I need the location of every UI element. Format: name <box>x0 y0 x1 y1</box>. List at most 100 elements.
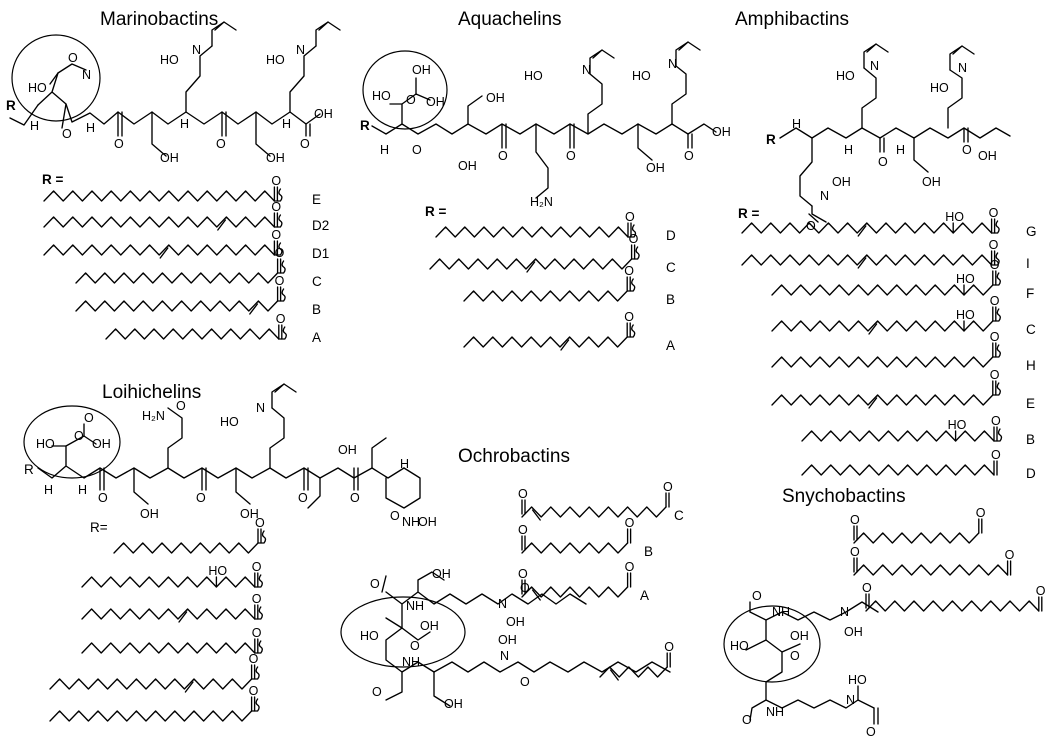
atom-n: N <box>840 605 849 619</box>
atom-h: H <box>78 483 87 497</box>
atom-o: O <box>298 491 308 505</box>
atom-n: N <box>192 43 201 57</box>
atom-o: O <box>252 560 262 574</box>
atom-o: O <box>271 174 281 188</box>
aquachelins-variant-d: D <box>666 228 676 243</box>
amphibactins-variant-i: I <box>1026 256 1030 271</box>
marinobactins-variant-b: B <box>312 302 321 317</box>
atom-n-ho: HO <box>160 53 179 67</box>
atom-n: N <box>958 61 967 75</box>
atom-o: O <box>84 411 94 425</box>
amphibactins-variant-b: B <box>1026 432 1035 447</box>
amphibactins-variant-g: G <box>1026 224 1037 239</box>
atom-n-ho: HO <box>848 673 867 687</box>
atom-h: H <box>844 143 853 157</box>
atom-o: O <box>625 210 635 224</box>
atom-o: O <box>990 330 1000 344</box>
atom-ho: HO <box>36 437 55 451</box>
atom-o: O <box>624 264 634 278</box>
amphibactins-variant-c: C <box>1026 322 1036 337</box>
title-aquachelins: Aquachelins <box>458 9 562 30</box>
atom-o: O <box>989 238 999 252</box>
atom-oh: HO <box>948 418 967 432</box>
atom-h: H <box>44 483 53 497</box>
atom-h: H <box>180 117 189 131</box>
marinobactins-r-label: R <box>6 98 16 113</box>
atom-n: N <box>500 649 509 663</box>
amphibactins-variant-h: H <box>1026 358 1036 373</box>
atom-o: O <box>62 127 72 141</box>
atom-o: O <box>68 51 78 65</box>
atom-o: O <box>300 137 310 151</box>
amphibactins-r-label: R <box>766 132 776 147</box>
atom-o: O <box>498 149 508 163</box>
atom-o: O <box>410 639 420 653</box>
atom-oh: HO <box>945 210 964 224</box>
atom-o: O <box>663 480 673 494</box>
atom-oh: HO <box>956 308 975 322</box>
atom-n: N <box>668 57 677 71</box>
atom-o: O <box>624 310 634 324</box>
atom-oh: OH <box>140 507 159 521</box>
ochrobactins-structure: OH O NH HO OH O NH O OH N OH OH N O O <box>340 567 671 711</box>
atom-o: O <box>962 143 972 157</box>
marinobactins-variant-a: A <box>312 330 321 345</box>
atom-oh: OH <box>922 175 941 189</box>
title-ochrobactins: Ochrobactins <box>458 446 570 467</box>
atom-nh: NH <box>766 705 784 719</box>
atom-h: H <box>86 121 95 135</box>
atom-o: O <box>370 577 380 591</box>
atom-n-ho: HO <box>930 81 949 95</box>
atom-oh: OH <box>458 159 477 173</box>
ochrobactins-highlight-ellipse <box>340 596 466 668</box>
atom-n: N <box>870 59 879 73</box>
aquachelins-r-definition: R = <box>425 204 447 219</box>
atom-h2n: H₂N <box>142 409 165 423</box>
synechobactins-structure: O NH HO OH O NH O N OH HO N O <box>723 589 879 737</box>
atom-o: O <box>276 312 286 326</box>
aquachelins-highlight-ellipse <box>362 50 448 130</box>
atom-nh: NH <box>402 515 420 529</box>
atom-oh: OH <box>92 437 111 451</box>
atom-h2n: H₂N <box>530 195 553 209</box>
title-loihichelins: Loihichelins <box>102 382 201 403</box>
atom-oh: OH <box>844 625 863 639</box>
atom-o: O <box>520 675 530 689</box>
title-synechobactins: Snychobactins <box>782 486 906 507</box>
atom-o: O <box>271 228 281 242</box>
atom-ho: HO <box>28 81 47 95</box>
atom-n-ho: HO <box>632 69 651 83</box>
atom-o: O <box>990 294 1000 308</box>
aquachelins-variant-a: A <box>666 338 675 353</box>
ochrobactins-variant-b: B <box>644 544 653 559</box>
atom-nh: NH <box>772 605 790 619</box>
atom-o: O <box>518 523 528 537</box>
atom-o: O <box>625 516 635 530</box>
atom-ho: HO <box>360 629 379 643</box>
ochrobactins-variant-a: A <box>640 588 649 603</box>
atom-n-ho: HO <box>266 53 285 67</box>
atom-n: N <box>498 597 507 611</box>
atom-o: O <box>625 560 635 574</box>
atom-n-ho: HO <box>836 69 855 83</box>
atom-oh: OH <box>426 95 445 109</box>
atom-o: O <box>629 232 639 246</box>
atom-o: O <box>990 368 1000 382</box>
atom-o: O <box>114 137 124 151</box>
atom-o: O <box>806 219 816 233</box>
atom-o: O <box>991 448 1001 462</box>
atom-o: O <box>275 246 285 260</box>
atom-o: O <box>249 684 259 698</box>
atom-oh: OH <box>444 697 463 711</box>
atom-o: O <box>566 149 576 163</box>
marinobactins-variant-d2: D2 <box>312 218 329 233</box>
atom-o: O <box>976 506 986 520</box>
loihichelins-r-definition: R= <box>90 520 108 535</box>
atom-o: O <box>255 516 265 530</box>
atom-n: N <box>256 401 265 415</box>
marinobactins-variant-e: E <box>312 192 321 207</box>
atom-oh: OH <box>432 567 451 581</box>
aquachelins-variant-c: C <box>666 260 676 275</box>
